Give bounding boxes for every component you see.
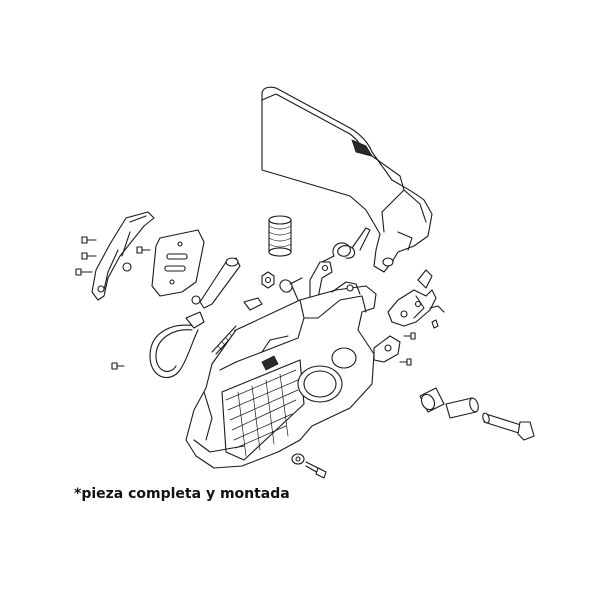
brake-shaft [192,258,240,308]
link-part [374,333,415,365]
bar-nut [292,454,326,478]
screw-set-left [76,237,150,275]
chain-catcher [92,212,154,300]
torsion-spring [322,228,370,262]
guide-plate [152,230,204,296]
sprocket-cover [186,282,376,468]
spring-clip [280,278,302,300]
brake-band [150,312,204,378]
brake-mechanism [388,270,444,328]
caption-note: *pieza completa y montada [74,486,290,502]
compression-spring [269,216,291,256]
hand-guard [262,87,432,272]
screw-small-left [112,363,124,369]
hex-nut [262,272,274,288]
sleeve-and-bolt [419,388,534,440]
